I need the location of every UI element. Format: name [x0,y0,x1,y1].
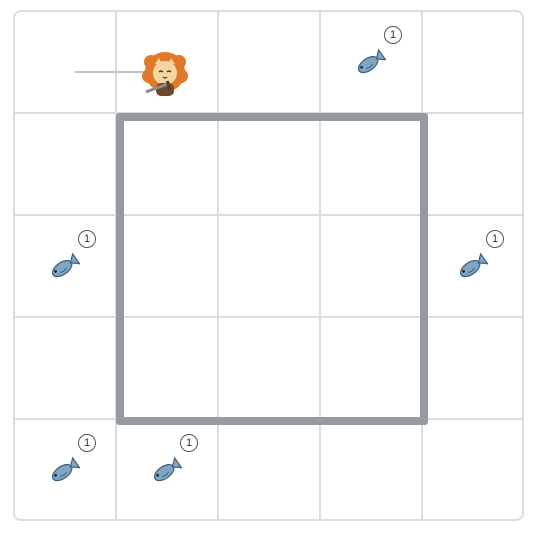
fish-cell: 1 [14,419,116,521]
grid-line [15,316,522,318]
fish-count-badge: 1 [384,26,402,44]
fish-cell: 1 [422,215,524,317]
wall-enclosure [116,113,428,425]
fish-count-badge: 1 [78,434,96,452]
fish-icon [153,456,182,482]
game-board: 1 1 1 1 1 [13,10,524,521]
fish-icon [357,48,386,74]
fish-cell: 1 [14,215,116,317]
movement-trail [75,71,155,73]
fish-count-badge: 1 [486,230,504,248]
fish-icon [51,456,80,482]
lion-cat-icon [142,52,188,96]
fish-icon [51,252,80,278]
fish-cell: 1 [116,419,218,521]
grid-line [319,12,321,519]
grid-line [15,214,522,216]
grid-line [217,12,219,519]
fish-count-badge: 1 [180,434,198,452]
fish-count-badge: 1 [78,230,96,248]
fish-icon [459,252,488,278]
fish-cell: 1 [320,11,422,113]
